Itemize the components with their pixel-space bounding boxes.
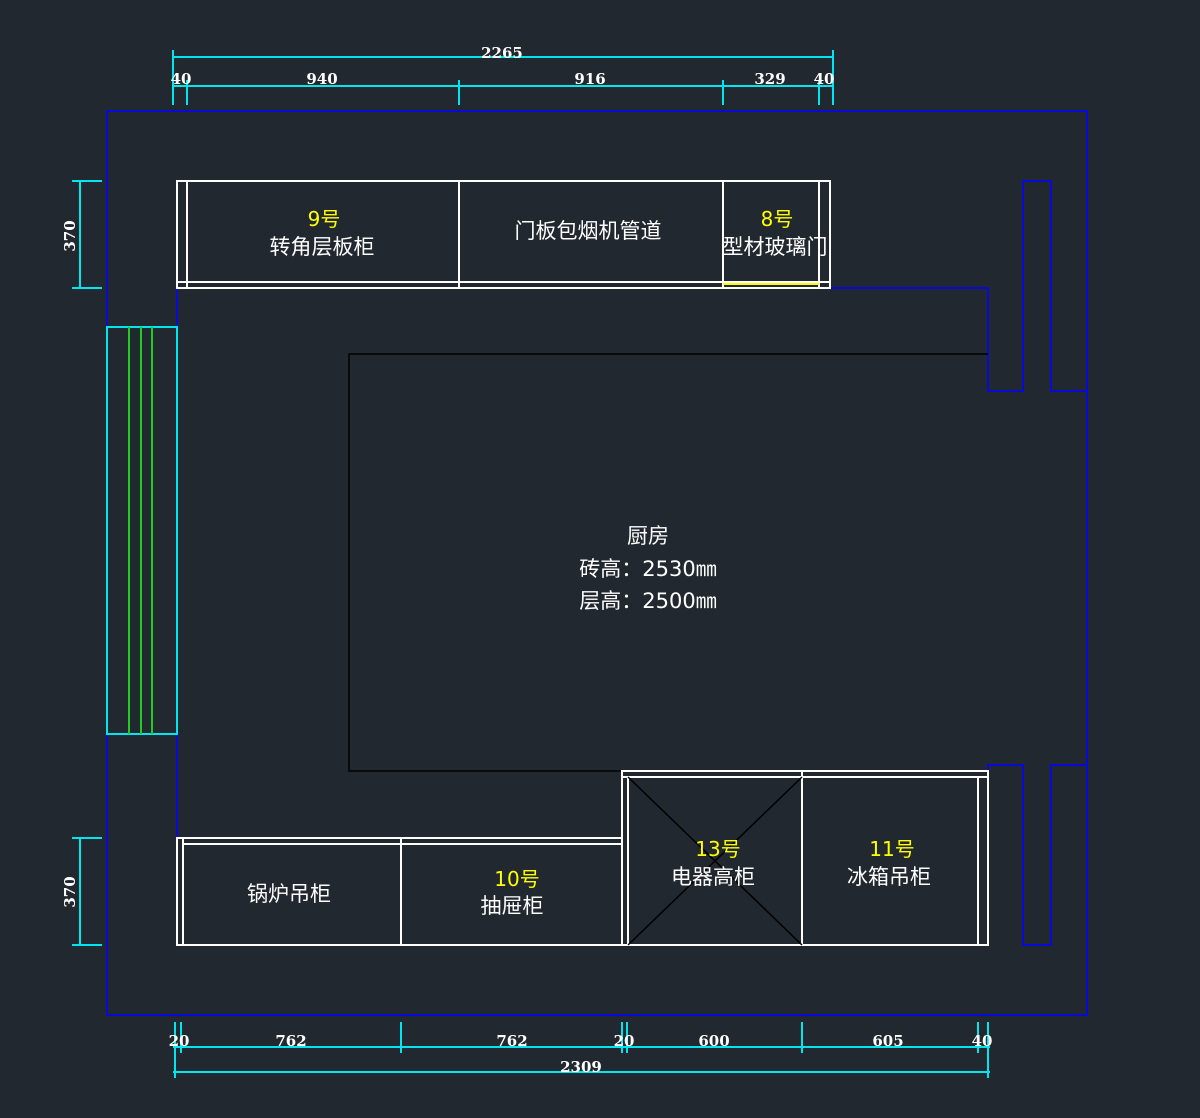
dimension: 940 [306,70,337,88]
bottom-cabinets[interactable] [176,770,989,946]
window [106,326,178,735]
top-dimensions [172,50,834,105]
cabinet-name: 门板包烟机管道 [515,219,662,243]
dimension: 40 [814,70,835,88]
cabinet-number: 11号 [869,837,914,861]
dimension: 762 [275,1032,306,1050]
cabinet-number: 13号 [695,837,740,861]
cabinet-name: 冰箱吊柜 [847,865,931,889]
cabinet-name: 转角层板柜 [270,235,375,259]
dimension-total-top: 2265 [481,44,523,62]
room-name: 厨房 [627,524,669,548]
floor-height: 层高：2500㎜ [579,589,716,613]
top-cabinets[interactable] [176,180,831,289]
dimension: 605 [872,1032,903,1050]
cabinet-name: 抽屉柜 [481,894,544,918]
cabinet-number: 8号 [761,207,794,231]
dimension: 600 [698,1032,729,1050]
room-outline [348,353,988,772]
tile-height: 砖高：2530㎜ [579,557,716,581]
dimension-total-bottom: 2309 [560,1058,602,1076]
cabinet-name: 电器高柜 [671,865,755,889]
bottom-dimensions [173,1022,990,1078]
dimension: 40 [972,1032,993,1050]
dimension: 370 [61,220,79,251]
dimension: 20 [169,1032,190,1050]
dimension: 40 [171,70,192,88]
dimension: 762 [496,1032,527,1050]
dimension: 916 [574,70,605,88]
dimension: 370 [61,876,79,907]
cabinet-number: 10号 [494,867,539,891]
cabinet-name: 型材玻璃门 [723,235,828,259]
cabinet-name: 锅炉吊柜 [247,882,331,906]
dimension: 329 [754,70,785,88]
cabinet-number: 9号 [308,207,341,231]
left-dimensions [72,180,102,946]
dimension: 20 [614,1032,635,1050]
